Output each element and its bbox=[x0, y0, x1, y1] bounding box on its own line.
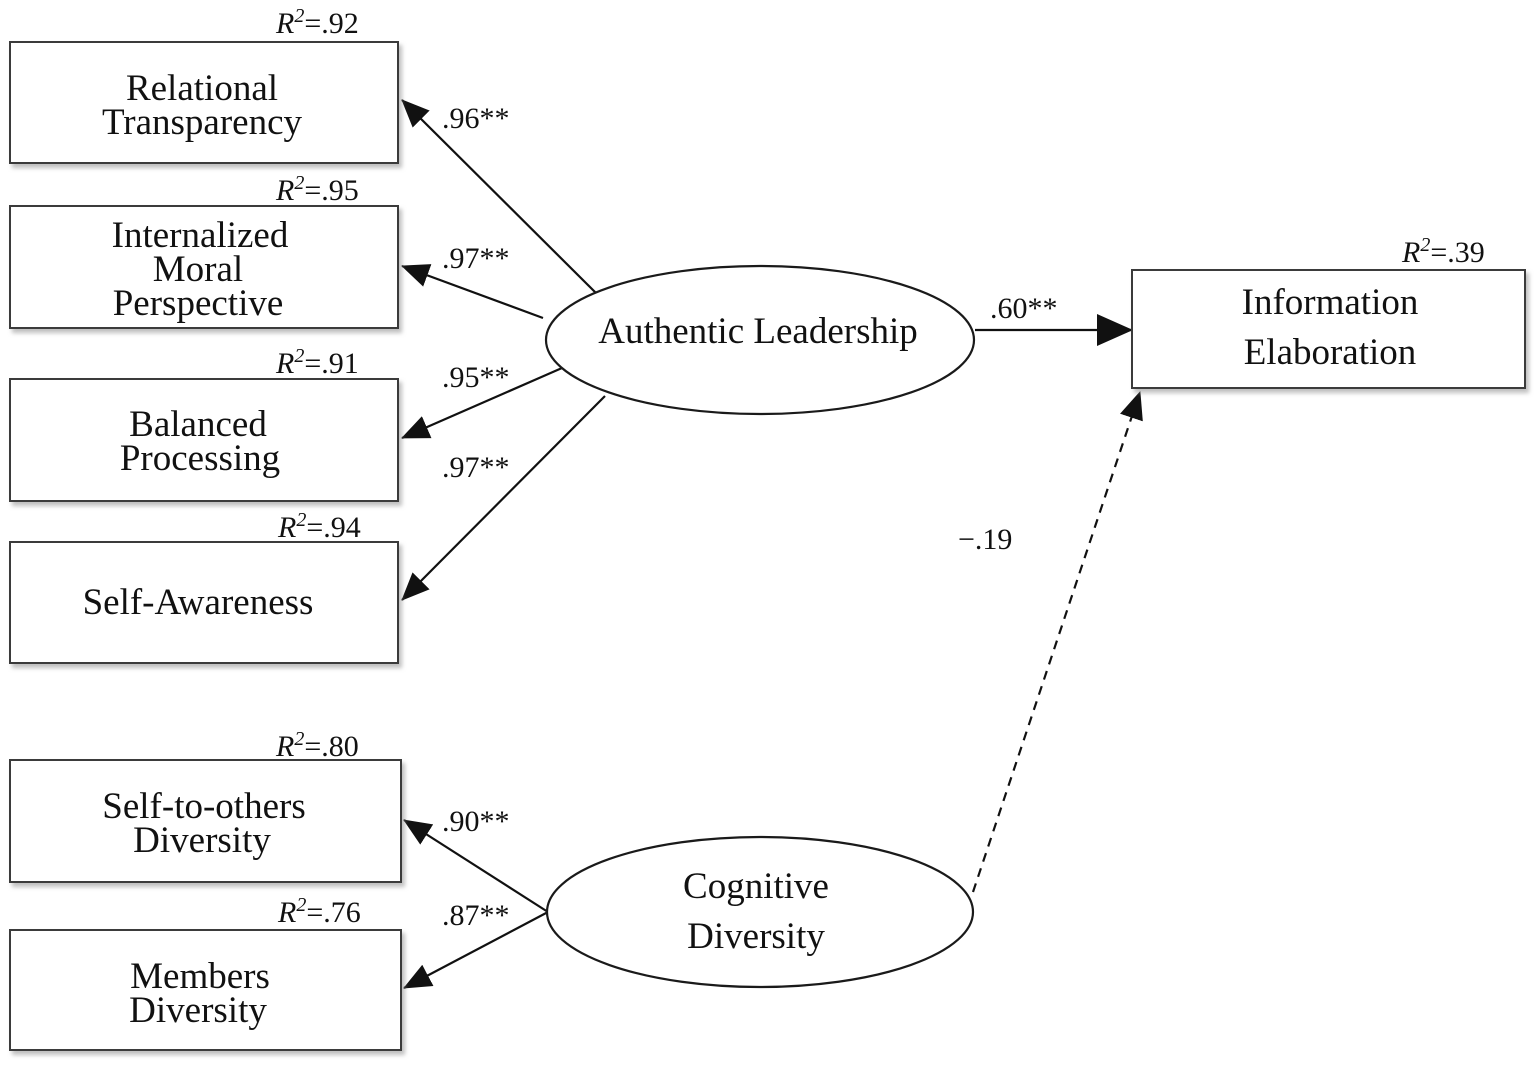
box-label-line: Moral bbox=[153, 249, 243, 290]
box-internalized-moral-perspective: Internalized Moral Perspective bbox=[9, 205, 399, 329]
r2-exponent: 2 bbox=[296, 894, 306, 916]
box-label-line: Relational bbox=[126, 68, 278, 109]
r2-symbol: R bbox=[277, 896, 296, 929]
coef-al-rt: .96** bbox=[442, 102, 510, 135]
r2-relational-transparency: R2=.92 bbox=[275, 5, 359, 40]
ellipse-label-line: Authentic Leadership bbox=[598, 311, 918, 352]
r2-balanced-processing: R2=.91 bbox=[275, 345, 359, 380]
path-al-to-self-awareness bbox=[401, 395, 606, 601]
r2-internalized-moral-perspective: R2=.95 bbox=[275, 172, 359, 207]
r2-exponent: 2 bbox=[1420, 234, 1430, 256]
r2-exponent: 2 bbox=[294, 172, 304, 194]
ellipse-label-line: Diversity bbox=[687, 916, 825, 957]
r2-symbol: R bbox=[277, 511, 296, 544]
path-cd-to-members-diversity bbox=[403, 911, 549, 989]
box-label-line: Elaboration bbox=[1244, 332, 1417, 373]
box-relational-transparency: Relational Transparency bbox=[9, 41, 399, 164]
box-label-line: Processing bbox=[120, 438, 280, 479]
r2-information-elaboration: R2=.39 bbox=[1401, 234, 1485, 269]
box-label-line: Diversity bbox=[129, 990, 267, 1031]
box-label-line: Diversity bbox=[133, 820, 271, 861]
box-label-line: Balanced bbox=[129, 404, 267, 445]
r2-symbol: R bbox=[275, 730, 294, 763]
coef-cd-md: .87** bbox=[442, 899, 510, 932]
r2-symbol: R bbox=[1401, 236, 1420, 269]
box-members-diversity: Members Diversity bbox=[9, 929, 402, 1051]
box-self-to-others-diversity: Self-to-others Diversity bbox=[9, 759, 402, 883]
r2-value: =.94 bbox=[306, 511, 360, 544]
r2-value: =.76 bbox=[306, 896, 360, 929]
coef-al-sa: .97** bbox=[442, 451, 510, 484]
coef-al-ie: .60** bbox=[990, 292, 1058, 325]
ellipse-cognitive-diversity: Cognitive Diversity bbox=[545, 835, 975, 989]
box-balanced-processing: Balanced Processing bbox=[9, 378, 399, 502]
box-label-line: Members bbox=[130, 956, 270, 997]
r2-value: =.95 bbox=[304, 174, 358, 207]
box-label-line: Transparency bbox=[102, 102, 303, 143]
box-label-line: Perspective bbox=[113, 283, 284, 324]
ellipse-authentic-leadership: Authentic Leadership bbox=[544, 264, 976, 416]
r2-exponent: 2 bbox=[296, 509, 306, 531]
r2-self-to-others-diversity: R2=.80 bbox=[275, 728, 359, 763]
path-al-to-relational-transparency bbox=[401, 99, 598, 295]
path-cd-to-information-elaboration bbox=[971, 391, 1143, 893]
coef-cd-sod: .90** bbox=[442, 805, 510, 838]
ellipse-label-line: Cognitive bbox=[683, 866, 829, 907]
r2-exponent: 2 bbox=[294, 5, 304, 27]
r2-exponent: 2 bbox=[294, 345, 304, 367]
box-information-elaboration: Information Elaboration bbox=[1131, 269, 1526, 389]
path-al-to-internalized-moral-perspective bbox=[401, 264, 544, 320]
r2-members-diversity: R2=.76 bbox=[277, 894, 361, 929]
box-label-line: Self-Awareness bbox=[83, 582, 314, 623]
coef-al-bp: .95** bbox=[442, 361, 510, 394]
r2-value: =.92 bbox=[304, 7, 358, 40]
r2-self-awareness: R2=.94 bbox=[277, 509, 361, 544]
r2-symbol: R bbox=[275, 174, 294, 207]
r2-value: =.39 bbox=[1430, 236, 1484, 269]
box-self-awareness: Self-Awareness bbox=[9, 541, 399, 664]
box-label-line: Self-to-others bbox=[102, 786, 305, 827]
r2-exponent: 2 bbox=[294, 728, 304, 750]
r2-value: =.80 bbox=[304, 730, 358, 763]
coef-al-imp: .97** bbox=[442, 242, 510, 275]
box-label-line: Internalized bbox=[112, 215, 289, 256]
path-cd-to-self-to-others-diversity bbox=[403, 819, 549, 913]
path-al-to-balanced-processing bbox=[401, 366, 563, 440]
coef-cd-ie: −.19 bbox=[958, 523, 1012, 556]
r2-value: =.91 bbox=[304, 347, 358, 380]
box-label-line: Information bbox=[1242, 282, 1419, 323]
r2-symbol: R bbox=[275, 7, 294, 40]
r2-symbol: R bbox=[275, 347, 294, 380]
